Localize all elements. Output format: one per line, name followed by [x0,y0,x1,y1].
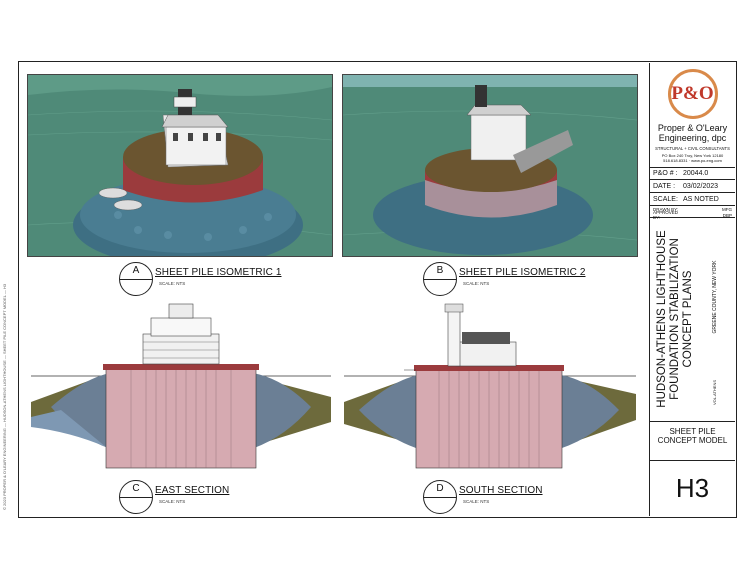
east-section-drawing [31,303,331,469]
view-d-bubble: D [423,480,457,514]
view-a-title: SHEET PILE ISOMETRIC 1 [155,266,282,278]
firm-logo: P&O [667,69,718,119]
scale-label: SCALE: [653,195,678,203]
view-d-letter: D [436,483,444,494]
project-title-block: HUDSON-ATHENS LIGHTHOUSE FOUNDATION STAB… [650,217,735,422]
view-c-title: EAST SECTION [155,484,230,496]
isometric-1-render [28,75,332,256]
view-d-south-section [344,302,636,480]
firm-logo-text: P&O [671,83,714,104]
view-a-tag: A SHEET PILE ISOMETRIC 1 SCALE: NTS [119,262,282,296]
meta-block: P&O # : 20044.0 DATE : 03/02/2023 SCALE: AS… [650,167,735,220]
sheet-number: H3 [675,473,710,503]
view-b-letter: B [436,265,444,276]
sheet-name-line1: SHEET PILE [669,427,716,436]
view-c-bubble: C [119,480,153,514]
sheet-name-block: SHEET PILE CONCEPT MODEL [650,421,735,461]
view-d-tag: D SOUTH SECTION SCALE: NTS [423,480,543,514]
approved-by-row: APPROVED BY: DBP [650,210,735,220]
isometric-2-render [343,75,637,256]
po-value: 20044.0 [683,169,709,177]
view-b-scale: SCALE: NTS [463,281,490,286]
date-row: DATE : 03/02/2023 [650,180,735,193]
firm-name-line1: Proper & O'Leary [657,123,728,133]
date-label: DATE : [653,182,676,190]
project-title-line1: HUDSON-ATHENS LIGHTHOUSE [656,230,668,408]
sheet-name-line2: CONCEPT MODEL [657,436,728,445]
south-section-drawing [344,303,636,469]
project-village: VOL.ATHENS [712,379,717,406]
title-block: P&O Proper & O'Leary Engineering, dpc ST… [649,63,735,516]
project-location: GREENE COUNTY, NEW YORK [712,260,718,334]
view-a-letter: A [132,265,140,276]
firm-block: P&O Proper & O'Leary Engineering, dpc ST… [650,63,735,168]
po-number-row: P&O # : 20044.0 [650,167,735,180]
view-d-title: SOUTH SECTION [459,484,543,496]
firm-contact: 518.618.8331 · www.po-eng.com [663,158,722,163]
view-c-tag: C EAST SECTION SCALE: NTS [119,480,229,514]
date-value: 03/02/2023 [683,182,719,190]
drawn-by-value: MFG [722,206,732,212]
view-c-east-section [31,302,331,480]
margin-note: © 2023 PROPER & O'LEARY ENGINEERING — HU… [2,283,7,510]
view-b-bubble: B [423,262,457,296]
drawn-by-row: DRAWN BY: MFG [650,206,735,212]
drawing-sheet: A SHEET PILE ISOMETRIC 1 SCALE: NTS B SH… [18,61,737,518]
view-c-letter: C [132,483,140,494]
drawn-by-label: DRAWN BY: [653,206,679,212]
view-d-scale: SCALE: NTS [463,499,490,504]
firm-tagline: STRUCTURAL + CIVIL CONSULTANTS [655,146,730,151]
view-b-tag: B SHEET PILE ISOMETRIC 2 SCALE: NTS [423,262,586,296]
project-title-line3: CONCEPT PLANS [682,270,694,368]
project-title-line2: FOUNDATION STABILIZATION [669,238,681,400]
firm-name-line2: Engineering, dpc [658,133,727,143]
firm-address: PO Box 240 Troy, New York 12180 [661,153,724,158]
view-a-isometric-1 [27,74,333,257]
scale-value: AS NOTED [683,195,719,203]
po-label: P&O # : [653,169,678,177]
view-a-bubble: A [119,262,153,296]
approved-by-label: APPROVED BY: [653,210,679,220]
view-b-title: SHEET PILE ISOMETRIC 2 [459,266,586,278]
scale-row: SCALE: AS NOTED [650,193,735,206]
approved-by-value: DBP [722,212,732,218]
view-c-scale: SCALE: NTS [159,499,186,504]
view-a-scale: SCALE: NTS [159,281,186,286]
view-b-isometric-2 [342,74,638,257]
sheet-number-block: H3 [650,461,735,516]
